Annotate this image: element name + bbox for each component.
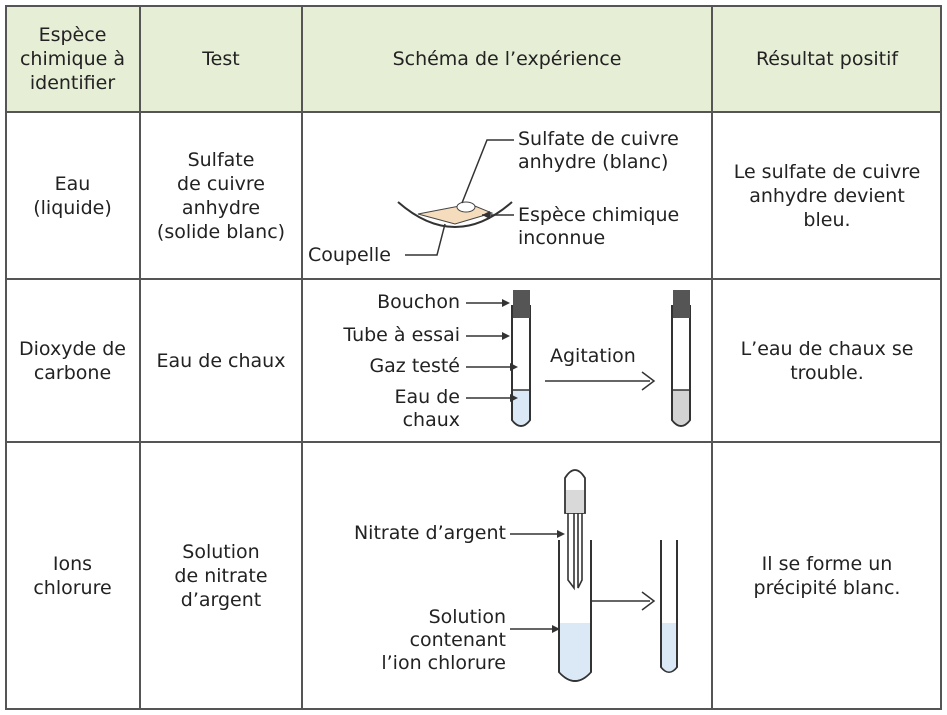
row-chloride-species: Ions chlorure — [5, 442, 140, 710]
chloride-solution-fill — [560, 623, 590, 680]
label-agitation: Agitation — [550, 345, 636, 367]
header-result-text: Résultat positif — [755, 47, 899, 70]
arrow-head — [510, 394, 518, 402]
dropper-liquid — [566, 490, 584, 513]
row-chloride-result: Il se forme un précipité blanc. — [712, 442, 942, 710]
result-text: Le sulfate de cuivre anhydre devient ble… — [733, 160, 921, 231]
silver-nitrate-diagram — [510, 469, 678, 682]
label-chloride-solution: Solution contenant l’ion chlorure — [381, 606, 506, 674]
row-co2-result: L’eau de chaux se trouble. — [712, 279, 942, 442]
header-result: Résultat positif — [712, 5, 942, 112]
label-silver-nitrate: Nitrate d’argent — [353, 522, 506, 544]
leader-line — [405, 223, 446, 256]
arrow-head — [557, 530, 565, 538]
species-text: Eau (liquide) — [33, 172, 112, 219]
test-text: Solution de nitrate d’argent — [174, 541, 268, 611]
test-text: Sulfate de cuivre anhydre (solide blanc) — [156, 148, 286, 243]
arrow-head — [502, 299, 510, 307]
grid-line — [5, 278, 942, 280]
label-bouchon: Bouchon — [377, 291, 460, 313]
label-copper-sulfate: Sulfate de cuivre anhydre (blanc) — [518, 128, 679, 173]
grid-line — [139, 5, 141, 710]
copper-sulfate-crystal — [456, 201, 476, 213]
result-text: L’eau de chaux se trouble. — [740, 337, 914, 384]
grid-line — [711, 5, 713, 710]
arrow-head — [482, 211, 490, 219]
bouchon-stopper-1 — [513, 290, 530, 318]
coupelle-dish — [397, 201, 513, 228]
row-water-species: Eau (liquide) — [5, 112, 140, 279]
result-text: Il se forme un précipité blanc. — [753, 553, 901, 599]
row-co2-test: Eau de chaux — [140, 279, 302, 442]
test-text: Eau de chaux — [156, 349, 286, 372]
row-chloride-test: Solution de nitrate d’argent — [140, 442, 302, 710]
row-co2-species: Dioxyde de carbone — [5, 279, 140, 442]
dropper-pipette — [567, 513, 583, 591]
header-schema: Schéma de l’expérience — [302, 5, 712, 112]
header-schema-text: Schéma de l’expérience — [392, 47, 622, 70]
bouchon-stopper-2 — [673, 290, 690, 318]
label-gaz: Gaz testé — [369, 355, 460, 377]
grid-line — [5, 111, 942, 113]
arrow-head — [552, 625, 560, 633]
grid-line — [5, 441, 942, 443]
species-text: Dioxyde de carbone — [19, 337, 126, 384]
row-water-result: Le sulfate de cuivre anhydre devient ble… — [712, 112, 942, 279]
grid-line — [5, 5, 7, 710]
header-test-text: Test — [202, 47, 240, 70]
precipitate-fill — [662, 623, 676, 672]
limewater-fill-1 — [513, 390, 529, 425]
row-water-test: Sulfate de cuivre anhydre (solide blanc) — [140, 112, 302, 279]
cup-diagram — [397, 139, 514, 256]
test-tube-4 — [660, 540, 678, 673]
grid-line — [940, 5, 942, 710]
header-species: Espèce chimique à identifier — [5, 5, 140, 112]
limewater-diagram — [466, 290, 691, 427]
label-coupelle: Coupelle — [308, 244, 391, 266]
arrow-head — [510, 363, 518, 371]
label-limewater: Eau de chaux — [394, 386, 460, 431]
arrow-head — [502, 332, 510, 340]
cloudy-limewater-fill — [673, 390, 689, 425]
leader-line — [461, 139, 514, 204]
label-tube: Tube à essai — [343, 324, 460, 346]
grid-line — [5, 5, 942, 7]
test-tube-3 — [558, 540, 592, 682]
agitation-arrow-head — [641, 371, 656, 391]
species-text: Ions chlorure — [33, 553, 112, 599]
header-species-text: Espèce chimique à identifier — [19, 23, 126, 94]
reaction-arrow-head — [641, 591, 656, 611]
grid-line — [301, 5, 303, 710]
header-test: Test — [140, 5, 302, 112]
grid-line — [5, 708, 942, 710]
label-unknown-species: Espèce chimique inconnue — [518, 204, 680, 249]
